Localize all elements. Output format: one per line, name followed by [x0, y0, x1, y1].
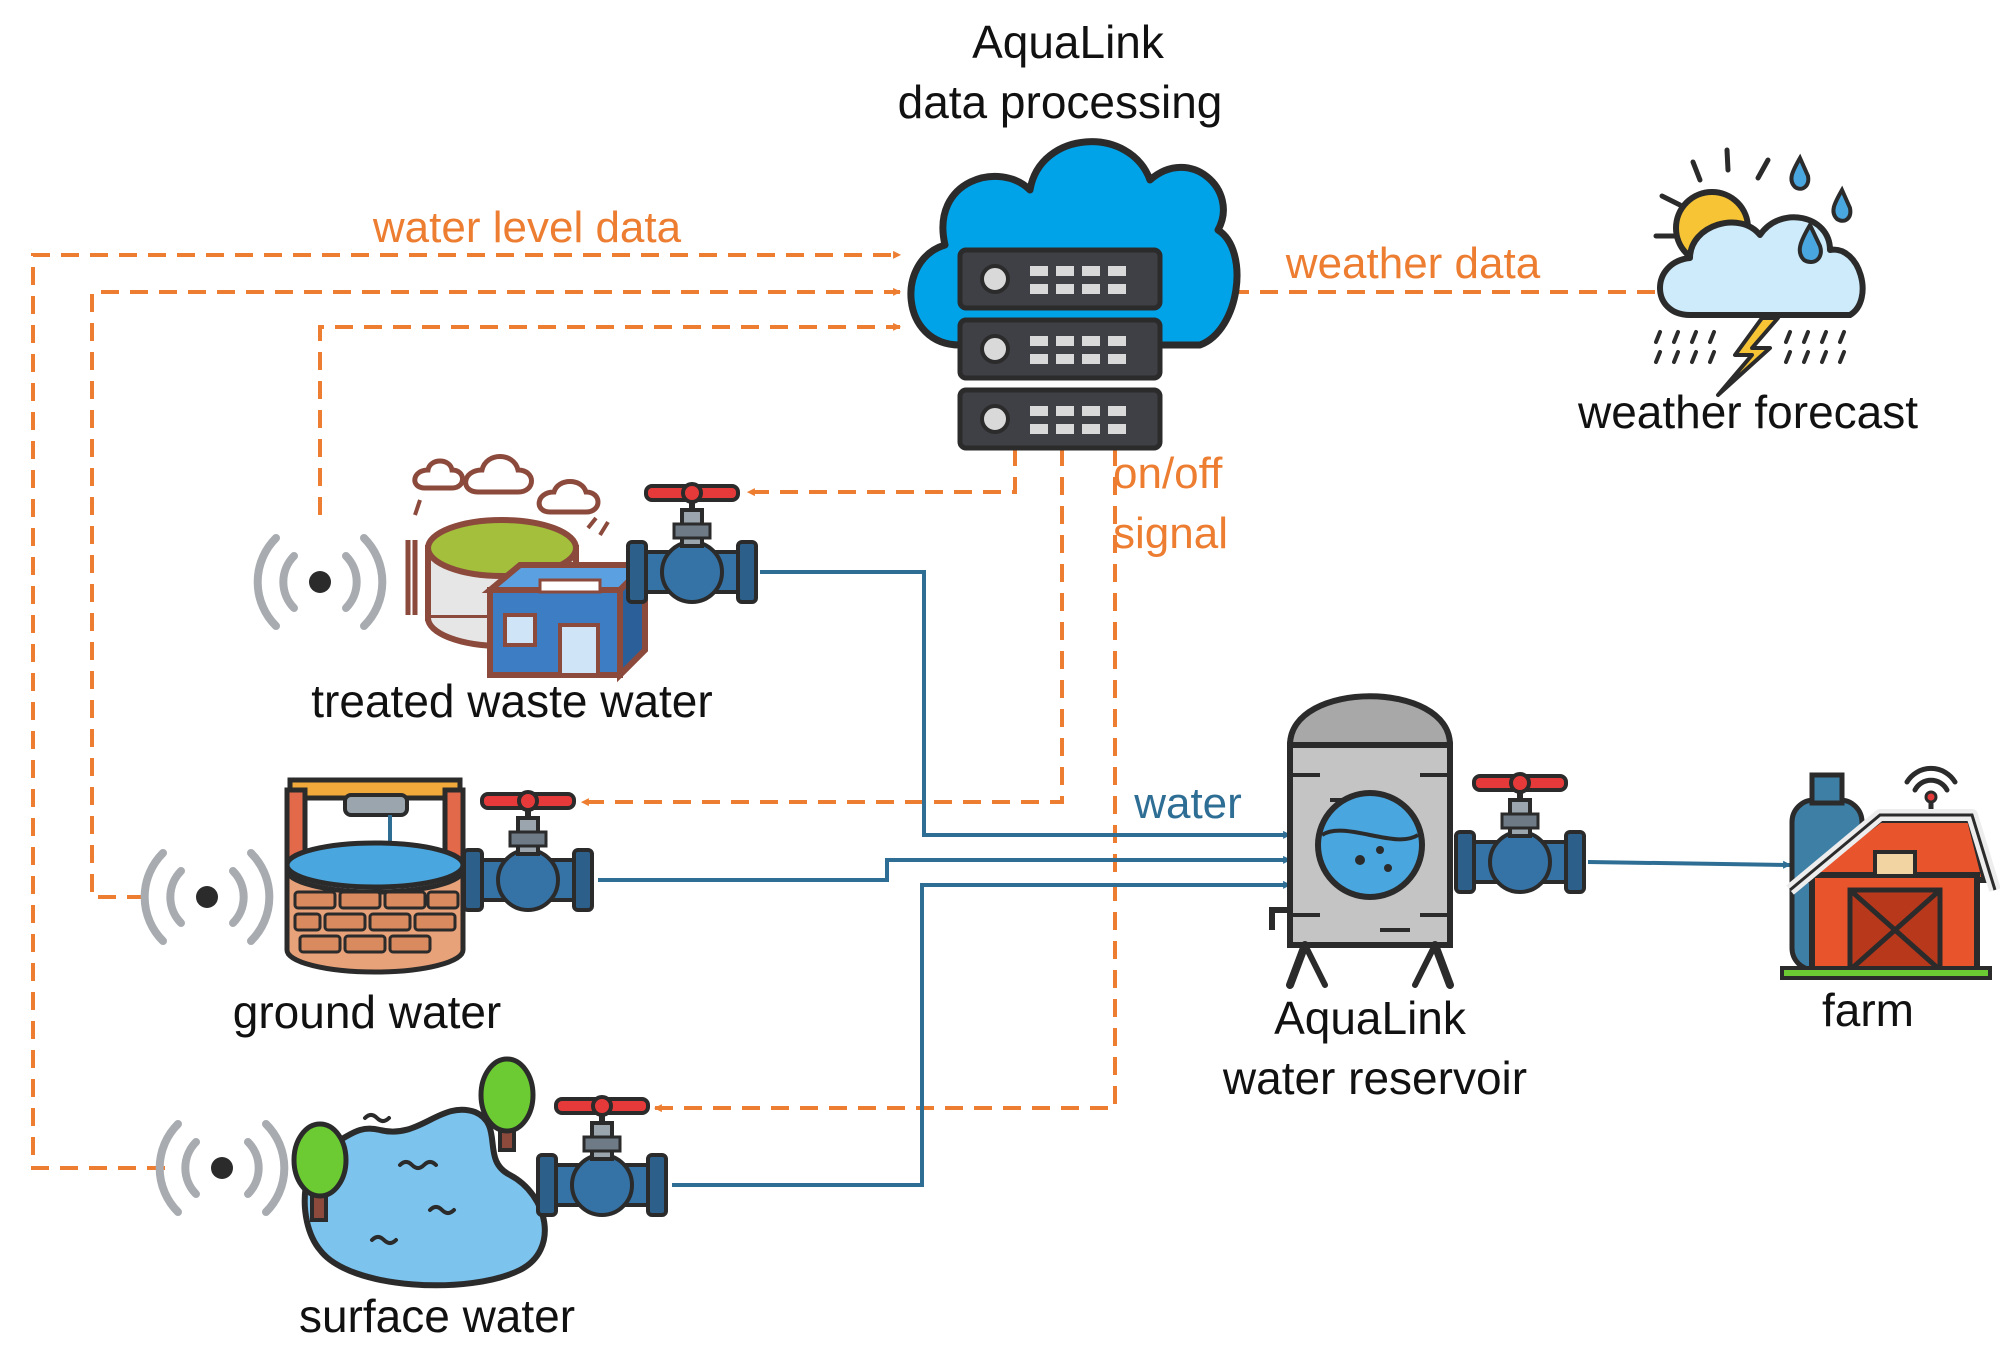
- treated-waste-water-label: treated waste water: [311, 675, 712, 727]
- well-icon: [284, 777, 466, 975]
- reservoir-label-line1: AquaLink: [1274, 992, 1467, 1044]
- pond-icon: [291, 1056, 548, 1289]
- surface-sensor-icon: [160, 1124, 285, 1212]
- ground-water-label: ground water: [233, 986, 502, 1038]
- reservoir-label-line2: water reservoir: [1222, 1052, 1527, 1104]
- weather-data-label: weather data: [1285, 239, 1541, 288]
- onoff-signal-label-line2: signal: [1113, 509, 1228, 558]
- surface-level-line: [31, 250, 902, 1170]
- treatment-plant-icon: [405, 454, 653, 683]
- ground-sensor-icon: [145, 853, 270, 941]
- treated-valve-icon[interactable]: [628, 484, 756, 602]
- storm-cloud-icon: [1653, 147, 1866, 397]
- cloud-title-line1: AquaLink: [972, 16, 1165, 68]
- cloud-title-line2: data processing: [898, 76, 1223, 128]
- cloud-server-icon: [907, 138, 1241, 451]
- water-label: water: [1133, 779, 1242, 828]
- water-tank-icon: [1269, 693, 1454, 989]
- ground-signal-line: [580, 448, 1064, 807]
- barn-icon: [1780, 765, 2000, 980]
- treated-pipe: [760, 570, 1292, 839]
- onoff-signal-label-line1: on/off: [1113, 449, 1223, 498]
- surface-pipe: [672, 880, 1292, 1187]
- surface-valve-icon[interactable]: [538, 1097, 666, 1215]
- surface-signal-line: [653, 448, 1117, 1113]
- ground-pipe: [598, 855, 1292, 882]
- farm-label: farm: [1822, 984, 1914, 1036]
- ground-valve-icon[interactable]: [464, 792, 592, 910]
- weather-forecast-label: weather forecast: [1577, 386, 1918, 438]
- reservoir-valve-icon[interactable]: [1456, 774, 1584, 892]
- ground-level-line: [90, 287, 902, 899]
- server-unit-2: [957, 317, 1163, 381]
- server-unit-1: [957, 247, 1163, 311]
- farm-pipe: [1587, 860, 1792, 869]
- treated-level-line: [318, 322, 902, 515]
- treated-sensor-icon: [258, 538, 383, 626]
- surface-water-label: surface water: [299, 1290, 575, 1342]
- server-unit-3: [957, 387, 1163, 451]
- treated-signal-line: [746, 448, 1017, 497]
- control-lines: [31, 250, 1655, 1170]
- water-pipes: [598, 570, 1792, 1187]
- water-level-data-label: water level data: [372, 203, 682, 252]
